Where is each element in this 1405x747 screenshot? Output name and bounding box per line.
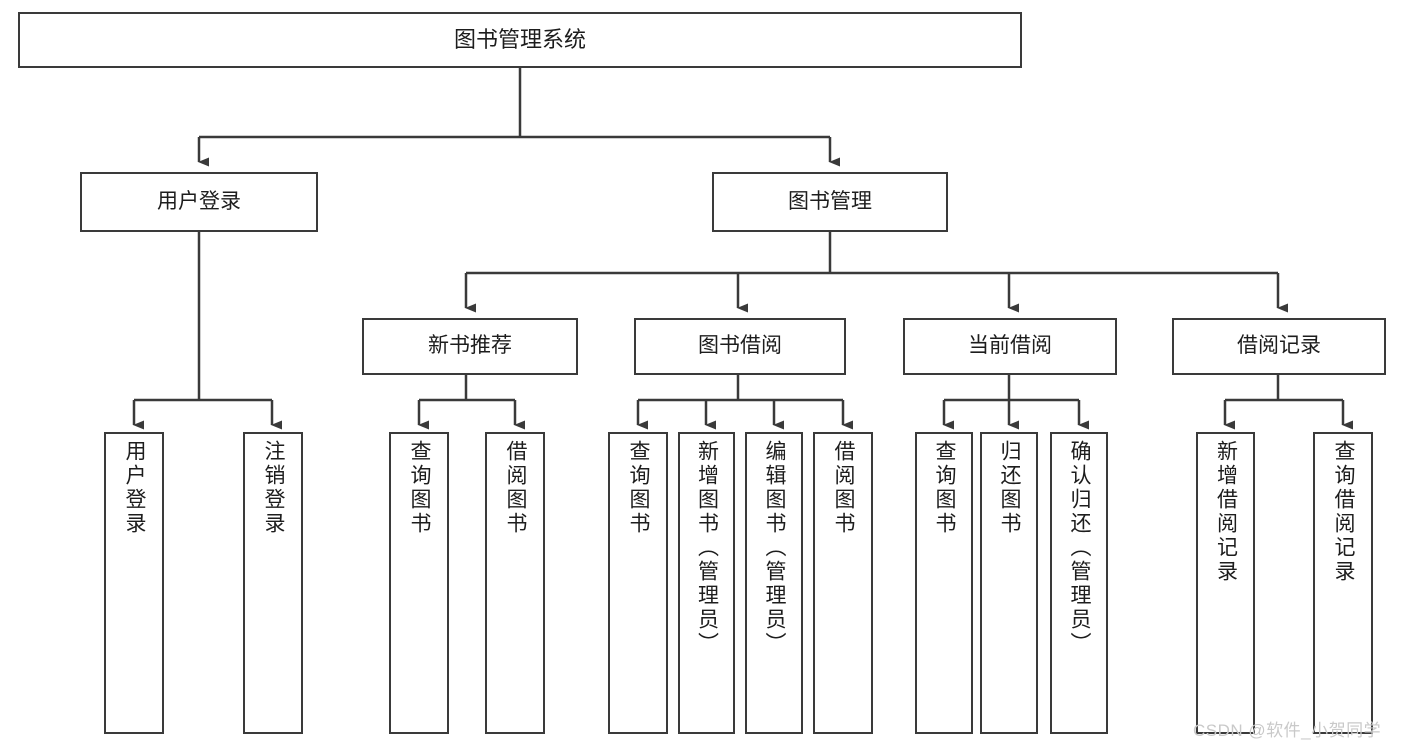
node-label: 新增借阅记录 [1214,440,1238,584]
leaf-query-books-current[interactable]: 查询图书 [915,432,973,734]
node-book-management[interactable]: 图书管理 [712,172,948,232]
watermark: CSDN @软件_小贺同学 [1193,721,1382,740]
node-label: 图书管理系统 [453,27,586,53]
node-label: 新书推荐 [428,334,512,358]
node-label: 借阅记录 [1237,334,1321,358]
node-label: 编辑图书（管理员） [763,440,787,656]
node-label: 用户登录 [123,440,147,536]
node-root-book-management-system[interactable]: 图书管理系统 [18,12,1022,68]
node-label: 图书管理 [788,189,872,213]
node-current-borrowing[interactable]: 当前借阅 [903,318,1117,375]
node-label: 查询图书 [408,440,432,536]
node-borrow-records[interactable]: 借阅记录 [1172,318,1386,375]
node-label: 确认归还（管理员） [1068,440,1092,656]
node-book-borrowing[interactable]: 图书借阅 [634,318,846,375]
node-label: 借阅图书 [504,440,528,536]
node-new-book-recommendation[interactable]: 新书推荐 [362,318,578,375]
leaf-add-borrow-record[interactable]: 新增借阅记录 [1196,432,1255,734]
leaf-query-books-recommend[interactable]: 查询图书 [389,432,449,734]
node-label: 新增图书（管理员） [695,440,719,656]
node-user-login[interactable]: 用户登录 [80,172,318,232]
node-label: 当前借阅 [968,334,1052,358]
leaf-borrow-books-borrowing[interactable]: 借阅图书 [813,432,873,734]
node-label: 归还图书 [998,440,1022,536]
leaf-edit-book-admin[interactable]: 编辑图书（管理员） [745,432,803,734]
leaf-return-books[interactable]: 归还图书 [980,432,1038,734]
leaf-query-borrow-record[interactable]: 查询借阅记录 [1313,432,1373,734]
leaf-user-login[interactable]: 用户登录 [104,432,164,734]
node-label: 用户登录 [157,189,241,213]
node-label: 注销登录 [262,440,286,536]
node-label: 借阅图书 [832,440,856,536]
node-label: 查询图书 [627,440,651,536]
node-label: 图书借阅 [698,334,782,358]
leaf-add-book-admin[interactable]: 新增图书（管理员） [678,432,735,734]
node-label: 查询图书 [933,440,957,536]
leaf-borrow-books-recommend[interactable]: 借阅图书 [485,432,545,734]
leaf-query-books-borrowing[interactable]: 查询图书 [608,432,668,734]
node-label: 查询借阅记录 [1332,440,1356,584]
leaf-logout[interactable]: 注销登录 [243,432,303,734]
leaf-confirm-return-admin[interactable]: 确认归还（管理员） [1050,432,1108,734]
